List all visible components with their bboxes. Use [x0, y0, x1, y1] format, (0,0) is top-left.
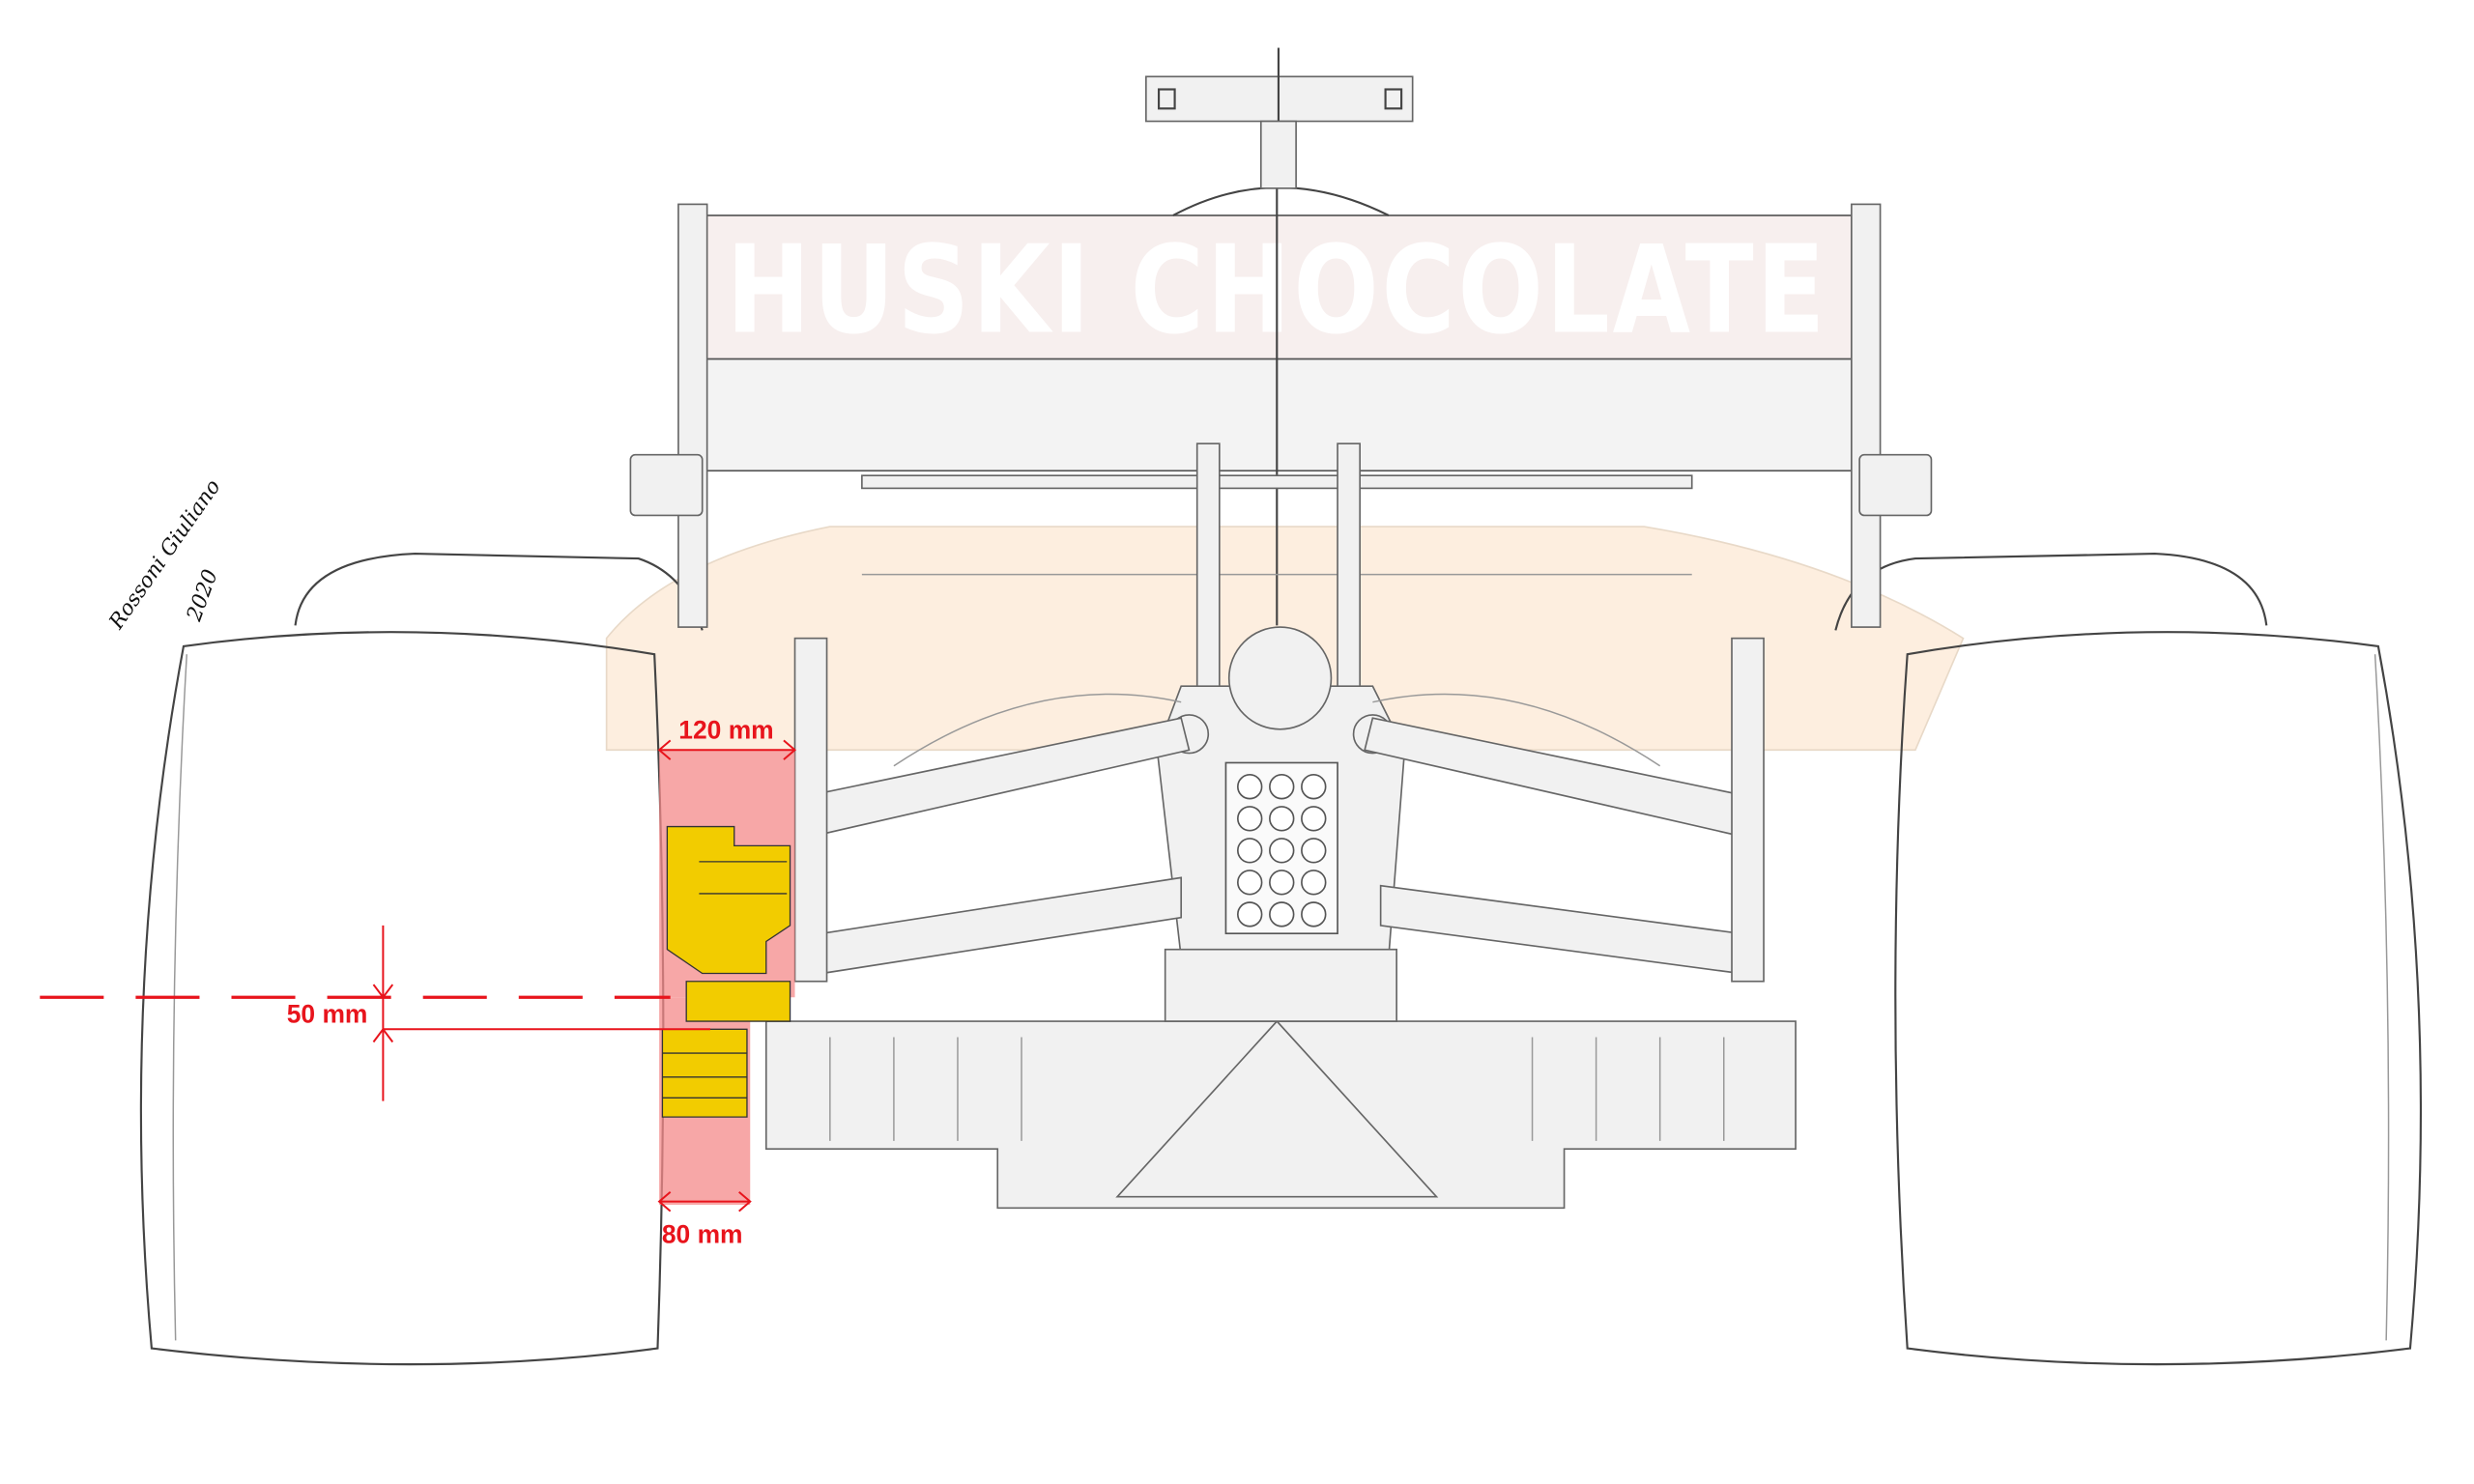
rear-tire-left — [139, 631, 665, 1366]
rain-light-led — [1237, 774, 1263, 800]
rain-light — [1224, 761, 1338, 935]
dim-label-80mm: 80 mm — [662, 1220, 743, 1249]
rain-light-led — [1237, 901, 1263, 928]
tcam-antenna — [1145, 47, 1414, 189]
rain-light-led — [1301, 774, 1327, 800]
rear-tire-right — [1894, 631, 2423, 1366]
suspension-lower — [820, 876, 1183, 975]
rain-light-led — [1237, 838, 1263, 864]
diffuser — [764, 948, 1797, 1210]
rain-light-led — [1301, 901, 1327, 928]
sponsor-text: HUSKI CHOCOLATE — [726, 219, 1827, 361]
rain-light-led — [1301, 870, 1327, 896]
rain-light-led — [1301, 806, 1327, 832]
rain-light-led — [1269, 838, 1295, 864]
rain-light-led — [1269, 774, 1295, 800]
rain-light-led — [1269, 806, 1295, 832]
rain-light-led — [1237, 870, 1263, 896]
rain-light-led — [1301, 838, 1327, 864]
artist-signature: Rossoni Giuliano 2020 — [104, 475, 226, 635]
dim-label-50mm: 50 mm — [287, 1000, 368, 1029]
brake-duct-winglets — [661, 825, 791, 1118]
signature-year: 2020 — [182, 566, 223, 625]
rain-light-led — [1237, 806, 1263, 832]
rear-wing: HUSKI CHOCOLATE — [629, 186, 1933, 628]
dimension-annotations: 120 mm 50 mm 80 mm — [40, 716, 797, 1249]
exhaust — [1227, 626, 1333, 730]
dim-label-120mm: 120 mm — [678, 716, 773, 745]
rain-light-led — [1269, 901, 1295, 928]
rain-light-led — [1269, 870, 1295, 896]
